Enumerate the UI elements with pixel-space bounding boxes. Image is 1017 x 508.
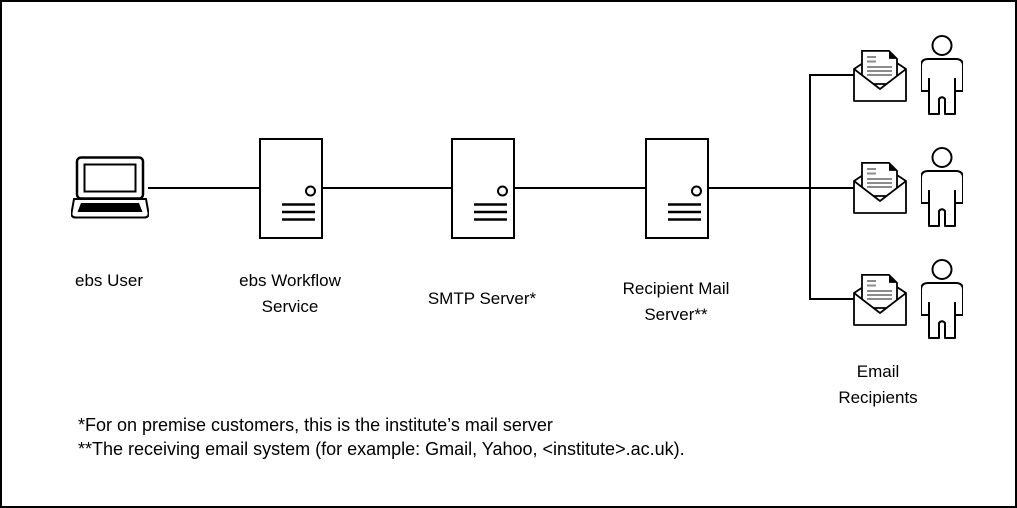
open-envelope-letter-icon — [853, 50, 907, 102]
open-envelope-letter-icon — [853, 274, 907, 326]
recipient-mail-server-icon — [645, 138, 709, 239]
connector-branch-vertical — [809, 74, 811, 300]
ebs-user-label: ebs User — [74, 271, 144, 290]
workflow-server-icon — [259, 138, 323, 239]
smtp-server-icon — [451, 138, 515, 239]
footnote-recipient-mail: **The receiving email system (for exampl… — [78, 439, 685, 459]
connector-user-workflow — [148, 187, 259, 189]
smtp-server-label: SMTP Server* — [427, 289, 537, 308]
laptop-icon — [71, 156, 149, 220]
connector-mailserver-recipients — [708, 187, 854, 189]
email-recipients-label: Email Recipients — [838, 362, 918, 407]
footnote-smtp: *For on premise customers, this is the i… — [78, 415, 553, 435]
person-icon — [921, 35, 963, 115]
ebs-workflow-service-label: ebs Workflow Service — [239, 271, 341, 316]
connector-smtp-mailserver — [515, 187, 646, 189]
person-icon — [921, 147, 963, 227]
connector-workflow-smtp — [322, 187, 452, 189]
open-envelope-letter-icon — [853, 162, 907, 214]
connector-branch-bottom — [809, 298, 854, 300]
recipient-mail-server-label: Recipient Mail Server** — [622, 279, 730, 324]
connector-branch-top — [809, 74, 854, 76]
person-icon — [921, 259, 963, 339]
